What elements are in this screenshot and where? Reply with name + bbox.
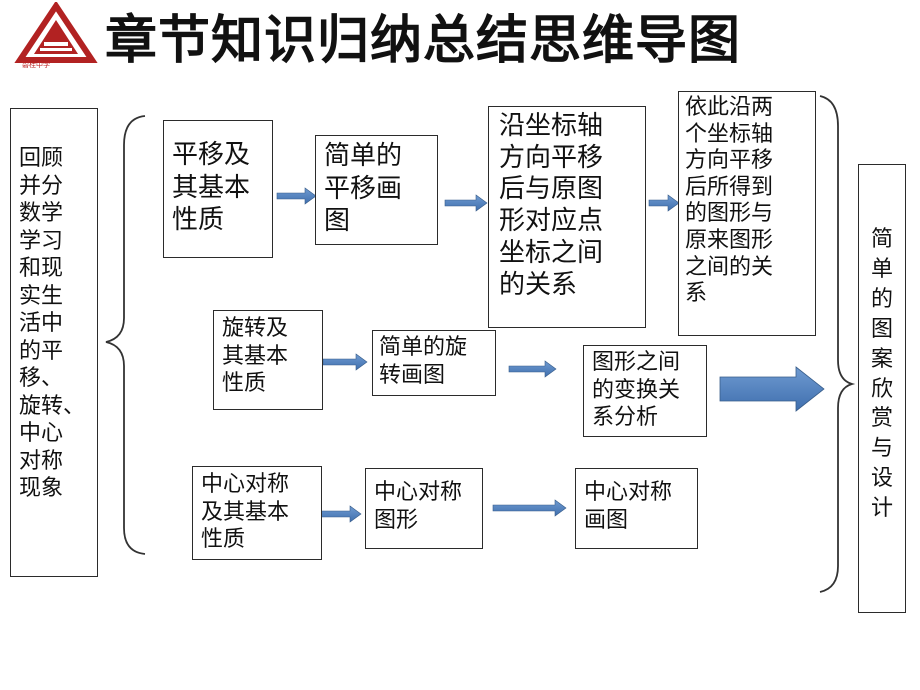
- arrow-row1-2: [444, 194, 488, 212]
- row3-central-symmetry-properties: 中心对称 及其基本 性质: [192, 466, 322, 560]
- left-brace: [105, 115, 146, 555]
- row3-central-symmetry-drawing: 中心对称 画图: [575, 468, 698, 549]
- right-brace: [819, 95, 856, 593]
- row2-simple-rotation-drawing: 简单的旋 转画图: [372, 330, 496, 396]
- arrow-row1-3: [648, 194, 680, 212]
- row1-translation-properties: 平移及 其基本 性质: [163, 120, 273, 258]
- school-logo: [10, 0, 102, 74]
- row2-transformation-analysis: 图形之间 的变换关 系分析: [583, 345, 707, 437]
- slide-title: 章节知识归纳总结思维导图: [105, 11, 742, 71]
- logo-stripe: [44, 42, 68, 46]
- arrow-row3-1: [319, 505, 362, 523]
- row1-two-axis-translation: 依此沿两 个坐标轴 方向平移 后所得到 的图形与 原来图形 之间的关 系: [678, 91, 816, 336]
- arrow-row3-2: [492, 499, 567, 517]
- arrow-row2-1: [322, 353, 368, 371]
- arrow-row1-1: [276, 187, 317, 205]
- row1-coordinate-relationship: 沿坐标轴 方向平移 后与原图 形对应点 坐标之间 的关系: [488, 106, 646, 328]
- logo-triangle-outer: [14, 0, 98, 63]
- row1-simple-translation-drawing: 简单的 平移画 图: [315, 135, 438, 245]
- arrow-row2-2: [508, 360, 557, 378]
- logo-stripe: [40, 48, 72, 51]
- arrow-row2-big: [719, 366, 825, 412]
- right-box-design: 简 单 的 图 案 欣 赏 与 设 计: [858, 164, 906, 613]
- logo-text: 碧桂中学: [22, 61, 50, 69]
- row2-rotation-properties: 旋转及 其基本 性质: [213, 310, 323, 410]
- row3-central-symmetry-figure: 中心对称 图形: [365, 468, 483, 549]
- left-box-review: 回顾 并分 数学 学习 和现 实生 活中 的平 移、 旋转、 中心 对称 现象: [10, 108, 98, 577]
